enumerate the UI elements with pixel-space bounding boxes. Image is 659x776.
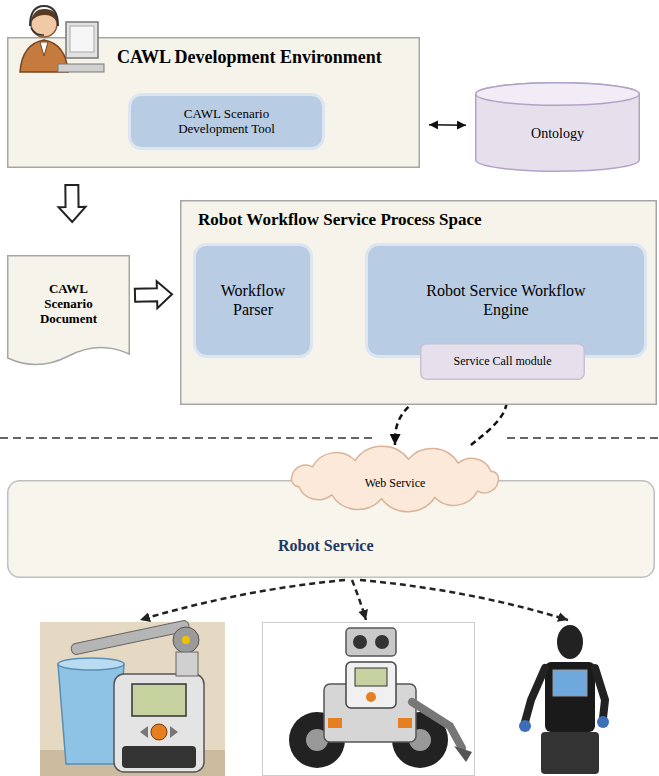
node-outline (8, 256, 130, 365)
tool-box: CAWL Scenario Development Tool (128, 93, 325, 150)
node-label: Web Service (365, 477, 426, 491)
headset (30, 6, 58, 26)
person-collar (40, 42, 48, 56)
brick-button (151, 724, 167, 740)
cylinder-top (476, 83, 640, 106)
brick-base (122, 746, 196, 768)
node-label: CAWL Scenario Document (25, 282, 113, 327)
panel-heading: CAWL Development Environment (117, 47, 382, 68)
node-outline (476, 83, 640, 172)
engine-box: Service Call moduleRobot Service Workflo… (365, 243, 647, 358)
brick-button (140, 726, 178, 738)
robot-link (352, 580, 366, 620)
node-outline (130, 95, 324, 149)
nxt-brick (346, 662, 396, 708)
cup-rim (58, 658, 124, 670)
web-service-cloud: Web Service (280, 448, 510, 510)
monitor (66, 22, 98, 58)
brick-button (366, 692, 376, 702)
node-outline (291, 446, 498, 511)
photo-ground (40, 622, 225, 776)
process-space-panel: Workflow ParserService Call moduleRobot … (180, 200, 657, 405)
headset-mic (31, 28, 44, 35)
brick-screen (355, 668, 387, 686)
robot-claw (454, 746, 472, 762)
robot-arm (525, 668, 545, 722)
node-outline (8, 38, 420, 168)
ontology-store: Ontology (475, 82, 640, 172)
robot-head (557, 625, 583, 659)
nxt-brick (114, 674, 204, 772)
separator-line (507, 437, 659, 439)
arm-gear (173, 627, 199, 653)
arm-joint (176, 652, 198, 676)
arm-hub (182, 636, 190, 644)
photo-ground (515, 622, 615, 776)
panel-heading: Robot Workflow Service Process Space (198, 210, 482, 230)
node-outline (195, 245, 312, 357)
scenario-document: CAWL Scenario Document (7, 255, 130, 370)
node-outline (181, 201, 657, 405)
robot-arm (412, 702, 462, 748)
node-label: CAWL Scenario Development Tool (157, 107, 297, 137)
node-label: Ontology (531, 126, 584, 142)
flow-arrow (59, 185, 86, 222)
robot-photo (263, 623, 475, 776)
node-outline (367, 245, 646, 357)
robot-hand (597, 716, 609, 728)
robot-service-band: Web ServiceRobot Service (7, 480, 655, 578)
robot-link (140, 580, 345, 620)
node-label: Workflow Parser (205, 282, 301, 319)
node-label: Service Call module (454, 355, 552, 369)
brick-screen (132, 684, 186, 716)
robot-body (324, 684, 416, 742)
service-call-box: Service Call module (420, 343, 585, 380)
robot-photo (40, 620, 225, 776)
separator-line (0, 437, 372, 439)
robot-part (328, 718, 342, 728)
robot-part (398, 718, 412, 728)
arm-beam (70, 620, 190, 656)
link-arrow (429, 124, 466, 126)
robot-torso (545, 662, 595, 732)
robot-photo (515, 622, 615, 776)
keyboard (58, 64, 104, 72)
node-label: Robot Service Workflow Engine (421, 282, 591, 319)
flow-arrow (135, 281, 172, 308)
robot-eye (375, 635, 389, 649)
robot-hand (519, 720, 531, 732)
person-icon (0, 0, 110, 80)
robot-head (346, 628, 396, 656)
panel-heading: Robot Service (278, 537, 374, 555)
monitor-screen (70, 26, 94, 52)
robot-screen (553, 670, 587, 696)
robot-link (360, 580, 568, 620)
photo-ground (263, 623, 475, 776)
node-outline (421, 344, 585, 380)
robot-arm (595, 668, 605, 718)
parser-box: Workflow Parser (193, 243, 313, 358)
robot-base (541, 732, 599, 774)
robot-eye (353, 635, 367, 649)
